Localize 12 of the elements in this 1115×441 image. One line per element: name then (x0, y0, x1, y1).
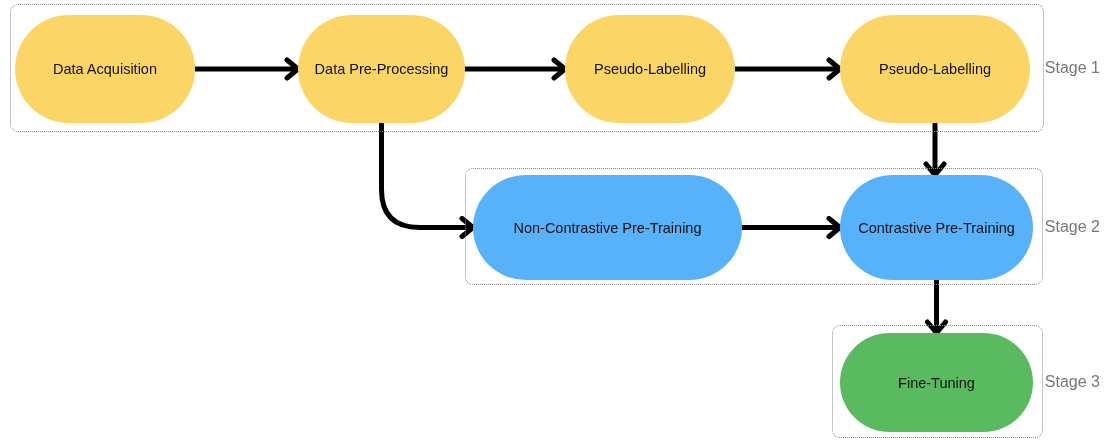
process-pill: Pseudo-Labelling (840, 15, 1030, 123)
process-pill: Non-Contrastive Pre-Training (473, 175, 742, 280)
stage-label: Stage 2 (1044, 217, 1100, 236)
process-pill: Data Pre-Processing (298, 15, 465, 123)
process-pill: Pseudo-Labelling (565, 15, 735, 123)
process-pill: Fine-Tuning (840, 333, 1033, 432)
stage-label: Stage 1 (1044, 59, 1100, 77)
arrow (923, 120, 947, 178)
process-pill: Contrastive Pre-Training (840, 175, 1033, 280)
stage-label: Stage 3 (1044, 372, 1100, 391)
arrow (925, 277, 948, 336)
process-pill: Data Acquisition (15, 15, 195, 123)
